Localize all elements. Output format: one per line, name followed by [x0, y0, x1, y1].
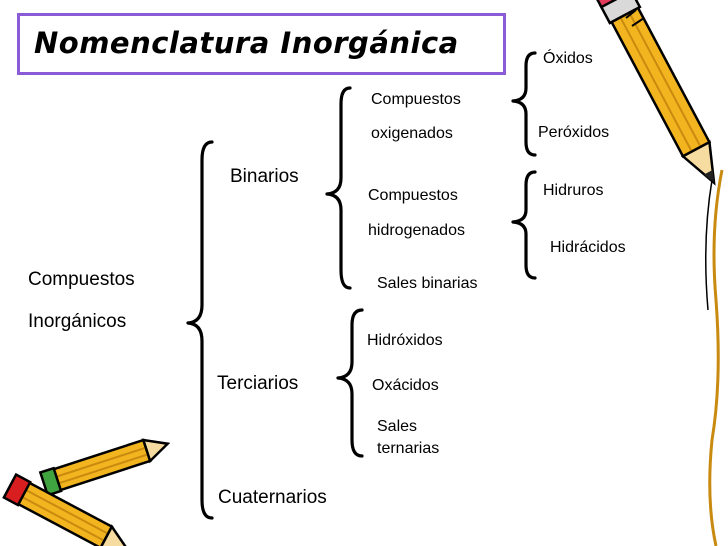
- sales-ternarias-label-line1: Sales: [377, 418, 418, 435]
- oxacidos-label: Oxácidos: [372, 377, 439, 394]
- root-label-line2: Inorgánicos: [28, 311, 127, 332]
- hidrogenados-label-line1: Compuestos: [368, 187, 458, 204]
- oxigenados-label-line1: Compuestos: [371, 91, 461, 108]
- brace-terciarios: [336, 308, 364, 458]
- sales-binarias-label: Sales binarias: [377, 275, 478, 292]
- page-title: Nomenclatura Inorgánica: [34, 26, 459, 60]
- brace-hidrogenados: [511, 170, 537, 280]
- title-box: Nomenclatura Inorgánica: [17, 13, 506, 75]
- terciarios-label: Terciarios: [217, 373, 299, 394]
- hidroxidos-label: Hidróxidos: [367, 332, 443, 349]
- oxidos-label: Óxidos: [543, 50, 593, 67]
- cuaternarios-label: Cuaternarios: [218, 487, 327, 508]
- root-label-line1: Compuestos: [28, 269, 135, 290]
- pencils-icon-bottom-left: [2, 438, 170, 546]
- hidracidos-label: Hidrácidos: [550, 239, 626, 256]
- hidruros-label: Hidruros: [543, 182, 604, 199]
- oxigenados-label-line2: oxigenados: [371, 125, 453, 142]
- pencil-icon-top-right: [596, 0, 724, 546]
- brace-oxigenados: [511, 51, 537, 157]
- sales-ternarias-label-line2: ternarias: [377, 440, 440, 457]
- binarios-label: Binarios: [230, 166, 299, 187]
- brace-main: [186, 140, 214, 520]
- hidrogenados-label-line2: hidrogenados: [368, 222, 465, 239]
- peroxidos-label: Peróxidos: [538, 124, 610, 141]
- brace-binarios: [325, 86, 352, 290]
